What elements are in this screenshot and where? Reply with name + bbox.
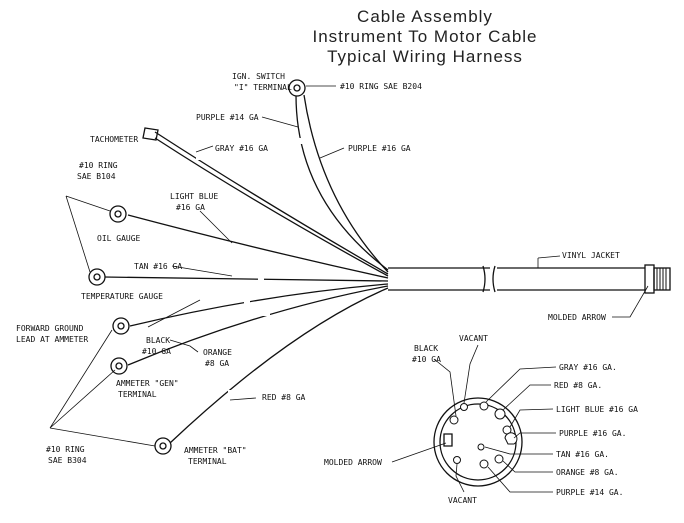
harness-wires [103, 94, 389, 444]
ign-switch-label-1: IGN. SWITCH [232, 72, 285, 81]
conn-vacant-bottom-label: VACANT [448, 496, 477, 505]
pin-gray [479, 401, 489, 411]
pin-black [449, 415, 459, 425]
ring10-b104-label-1: #10 RING [79, 161, 118, 170]
vinyl-jacket-label: VINYL JACKET [562, 251, 620, 260]
light-blue-label-1: LIGHT BLUE [170, 192, 218, 201]
wire-purple-16 [303, 94, 389, 273]
wire-gray-16 [154, 131, 389, 275]
ring-b304-label-2: SAE B304 [48, 456, 87, 465]
ammeter-gen-label-1: AMMETER "GEN" [116, 379, 179, 388]
red-8-label: RED #8 GA [262, 393, 306, 402]
light-blue-label-2: #16 GA [176, 203, 205, 212]
title-line-1: Cable Assembly [357, 7, 493, 26]
title-line-2: Instrument To Motor Cable [313, 27, 538, 46]
conn-pin-label-orange: ORANGE #8 GA. [556, 468, 619, 477]
tan-16-label: TAN #16 GA [134, 262, 182, 271]
ring-b304-label-1: #10 RING [46, 445, 85, 454]
molded-arrow-label: MOLDED ARROW [548, 313, 606, 322]
wire-red [169, 287, 389, 444]
title-line-3: Typical Wiring Harness [327, 47, 523, 66]
pin-vacant-top [460, 403, 468, 411]
pin-purple-16 [504, 432, 518, 445]
conn-pin-label-gray: GRAY #16 GA. [559, 363, 617, 372]
temp-gauge-label: TEMPERATURE GAUGE [81, 292, 163, 301]
wire-orange [127, 285, 389, 366]
diagram-title: Cable Assembly Instrument To Motor Cable… [313, 7, 538, 66]
conn-pin-label-purple-14: PURPLE #14 GA. [556, 488, 623, 497]
connector-end-view [391, 344, 557, 493]
conn-molded-arrow-label: MOLDED ARROW [324, 458, 382, 467]
orange-label-1: ORANGE [203, 348, 232, 357]
connector-labels: BLACK #10 GA VACANT MOLDED ARROW VACANT … [324, 334, 638, 505]
tachometer-spade-terminal [142, 127, 159, 141]
leader-lines [49, 85, 649, 447]
wire-black [129, 283, 389, 327]
connector-outer-ring [433, 397, 523, 487]
ring10-b104-label-2: SAE B104 [77, 172, 116, 181]
ammeter-bat-label-2: TERMINAL [188, 457, 227, 466]
black-label-2: #10 GA [142, 347, 171, 356]
pin-orange [494, 454, 504, 464]
conn-pin-label-red: RED #8 GA. [554, 381, 602, 390]
orange-label-2: #8 GA [205, 359, 229, 368]
conn-black-label-2: #10 GA [412, 355, 441, 364]
conn-black-label-1: BLACK [414, 344, 438, 353]
purple-16-label: PURPLE #16 GA [348, 144, 411, 153]
wire-light-blue [127, 214, 389, 279]
harness-labels: IGN. SWITCH "I" TERMINAL #10 RING SAE B2… [16, 72, 620, 466]
pin-red [494, 408, 506, 420]
wire-tan [103, 276, 389, 282]
wire-purple-14 [295, 94, 389, 271]
pin-vacant-bottom [453, 456, 461, 464]
cable-jacket [388, 264, 671, 294]
conn-vacant-top-label: VACANT [459, 334, 488, 343]
wire-breaks [196, 138, 309, 398]
pin-tan [477, 443, 485, 451]
molded-arrow-key [443, 433, 453, 447]
pin-purple-14 [479, 459, 489, 469]
conn-pin-label-tan: TAN #16 GA. [556, 450, 609, 459]
tachometer-label: TACHOMETER [90, 135, 138, 144]
purple-14-label: PURPLE #14 GA [196, 113, 259, 122]
ring-sae-b204-label: #10 RING SAE B204 [340, 82, 422, 91]
wire-gray-16-b [154, 137, 389, 277]
fwd-ground-label-2: LEAD AT AMMETER [16, 335, 88, 344]
black-label-1: BLACK [146, 336, 170, 345]
conn-pin-label-light-blue: LIGHT BLUE #16 GA [556, 405, 638, 414]
gray-16-label: GRAY #16 GA [215, 144, 268, 153]
fwd-ground-label-1: FORWARD GROUND [16, 324, 84, 333]
ammeter-bat-label-1: AMMETER "BAT" [184, 446, 247, 455]
oil-gauge-label: OIL GAUGE [97, 234, 141, 243]
ign-switch-label-2: "I" TERMINAL [234, 83, 292, 92]
conn-pin-label-purple-16: PURPLE #16 GA. [559, 429, 626, 438]
ammeter-gen-label-2: TERMINAL [118, 390, 157, 399]
